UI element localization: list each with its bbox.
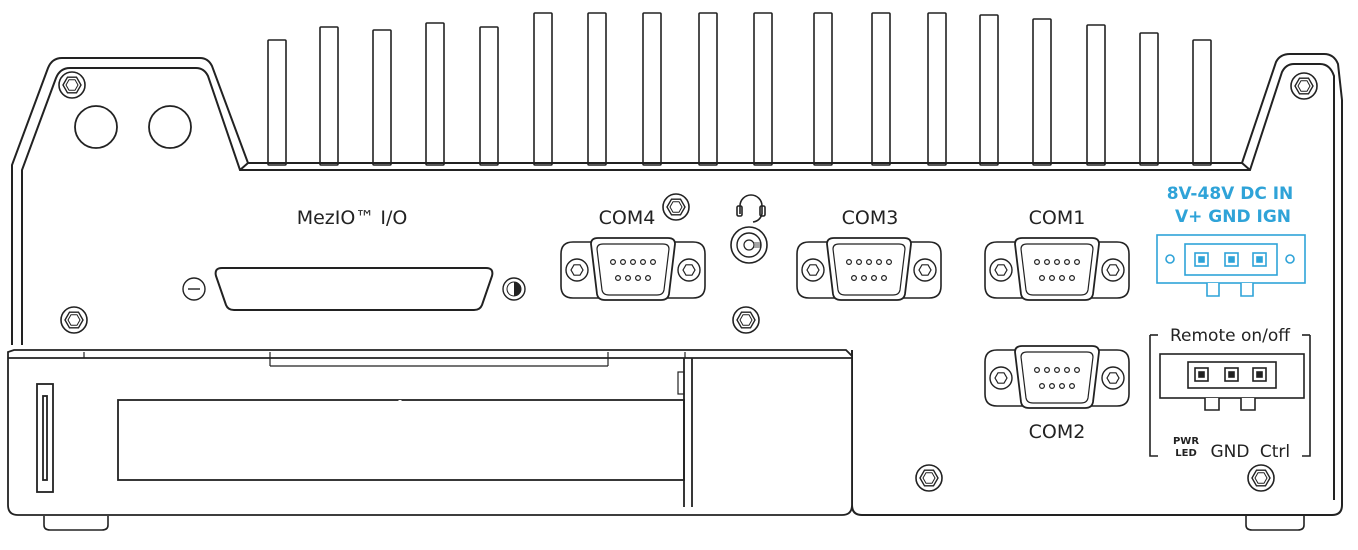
- com1-connector: [984, 237, 1130, 301]
- led-label: LED: [1175, 448, 1197, 459]
- dc-in-pin-label: V+ GND IGN: [1175, 207, 1291, 227]
- pwr-label: PWR: [1173, 436, 1199, 447]
- heatsink-fins: [267, 12, 1212, 166]
- chassis-outline: [11, 53, 1343, 516]
- ctrl-label: Ctrl: [1260, 442, 1290, 462]
- remote-title-backdrop: [1160, 326, 1300, 344]
- mezio-label: MezIO™ I/O: [297, 207, 408, 229]
- com1-label: COM1: [1029, 207, 1086, 229]
- drive-bay: [7, 349, 853, 516]
- chassis-feet: [43, 516, 1305, 531]
- dc-in-terminal-block: [1156, 234, 1306, 297]
- com2-label: COM2: [1029, 421, 1086, 443]
- remote-title: Remote on/off: [1170, 326, 1291, 346]
- audio-jack: [730, 226, 768, 264]
- antenna-hole: [74, 105, 118, 149]
- antenna-hole: [148, 105, 192, 149]
- com4-label: COM4: [599, 207, 656, 229]
- com3-connector: [796, 237, 942, 301]
- com2-connector: [984, 345, 1130, 409]
- mezio-connector: [182, 267, 526, 311]
- gnd-label: GND: [1211, 442, 1250, 462]
- remote-pin-backdrop: [1160, 432, 1300, 462]
- headphone-icon: [736, 194, 766, 223]
- dc-in-voltage-label: 8V-48V DC IN: [1167, 184, 1294, 204]
- com3-label: COM3: [842, 207, 899, 229]
- com4-connector: [560, 237, 706, 301]
- remote-terminal-block: [1149, 334, 1311, 457]
